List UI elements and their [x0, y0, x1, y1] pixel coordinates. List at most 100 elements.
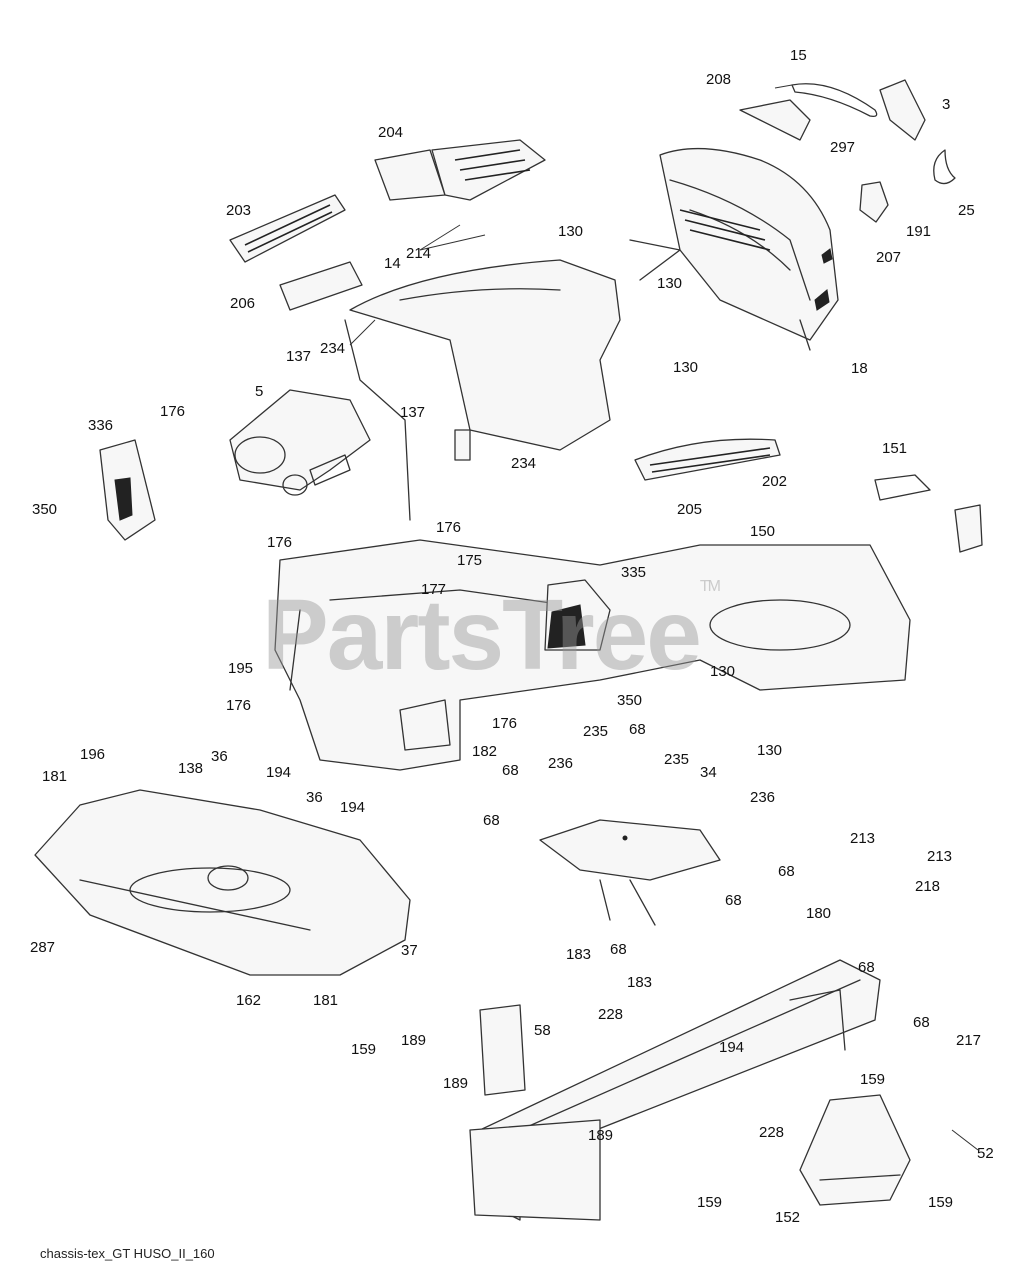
callout-number: 214	[406, 245, 432, 262]
callout-number: 217	[956, 1032, 982, 1049]
vent-panels	[229, 139, 546, 311]
callout-number: 150	[750, 523, 776, 540]
callout-number: 235	[664, 751, 690, 768]
callout-number: 228	[759, 1124, 785, 1141]
callout-number: 68	[858, 959, 875, 976]
callout-number: 36	[306, 789, 323, 806]
callout-number: 137	[400, 404, 426, 421]
callout-number: 58	[534, 1022, 551, 1039]
callout-number: 189	[588, 1127, 614, 1144]
chassis-body	[274, 539, 911, 771]
callout-number: 191	[906, 223, 932, 240]
callout-number: 207	[876, 249, 902, 266]
callout-number: 130	[757, 742, 783, 759]
side-pod	[99, 439, 156, 541]
callout-number: 15	[790, 47, 807, 64]
leader-lines	[349, 84, 979, 1151]
callout-number: 130	[558, 223, 584, 240]
callout-number: 176	[436, 519, 462, 536]
callout-number: 159	[928, 1194, 954, 1211]
callout-number: 194	[266, 764, 292, 781]
callout-number: 202	[762, 473, 788, 490]
callout-number: 234	[511, 455, 537, 472]
callout-number: 181	[313, 992, 339, 1009]
callout-number: 68	[610, 941, 627, 958]
callout-number: 18	[851, 360, 868, 377]
side-vent	[544, 579, 611, 651]
callout-number: 151	[882, 440, 908, 457]
callout-number: 176	[160, 403, 186, 420]
callout-number: 204	[378, 124, 404, 141]
callout-number: 52	[977, 1145, 994, 1162]
callout-number: 335	[621, 564, 647, 581]
watermark-tm: TM	[699, 578, 721, 595]
callout-number: 68	[502, 762, 519, 779]
hood-assembly	[629, 147, 839, 351]
trim-pieces	[739, 79, 956, 223]
frame	[469, 959, 881, 1221]
callout-number: 130	[673, 359, 699, 376]
callout-number: 159	[860, 1071, 886, 1088]
callout-number: 180	[806, 905, 832, 922]
callout-number: 208	[706, 71, 732, 88]
callout-number: 350	[32, 501, 58, 518]
callout-number: 182	[472, 743, 498, 760]
callout-number: 181	[42, 768, 68, 785]
steering-linkage	[539, 819, 721, 926]
callout-number: 68	[778, 863, 795, 880]
callout-number: 130	[710, 663, 736, 680]
callout-number: 235	[583, 723, 609, 740]
callout-number: 68	[483, 812, 500, 829]
callout-number: 350	[617, 692, 643, 709]
callout-number: 336	[88, 417, 114, 434]
callout-number: 189	[443, 1075, 469, 1092]
callout-number: 159	[697, 1194, 723, 1211]
callout-number: 159	[351, 1041, 377, 1058]
callout-number: 175	[457, 552, 483, 569]
callout-number: 152	[775, 1209, 801, 1226]
callout-number: 234	[320, 340, 346, 357]
callout-number: 236	[548, 755, 574, 772]
watermark-text: PartsTree	[262, 579, 702, 691]
rear-support	[799, 1094, 911, 1206]
callout-number: 68	[913, 1014, 930, 1031]
callout-number: 14	[384, 255, 401, 272]
callout-number: 176	[492, 715, 518, 732]
callout-number: 218	[915, 878, 941, 895]
callout-number: 195	[228, 660, 254, 677]
callout-number: 68	[629, 721, 646, 738]
callout-number: 162	[236, 992, 262, 1009]
callout-number: 297	[830, 139, 856, 156]
dash-panel	[344, 259, 621, 521]
callout-number: 196	[80, 746, 106, 763]
callout-number: 183	[566, 946, 592, 963]
callout-number: 176	[267, 534, 293, 551]
diagram-code: chassis-tex_GT HUSO_II_160	[40, 1246, 215, 1261]
callout-number: 287	[30, 939, 56, 956]
callout-number: 138	[178, 760, 204, 777]
rear-fender	[34, 789, 411, 976]
steering-console	[229, 389, 371, 496]
callout-number: 137	[286, 348, 312, 365]
callout-number: 183	[627, 974, 653, 991]
callout-number: 206	[230, 295, 256, 312]
bracket-right	[874, 474, 983, 553]
callout-number: 194	[719, 1039, 745, 1056]
callout-number: 177	[421, 581, 447, 598]
watermark: PartsTreeTM	[262, 578, 721, 693]
callout-number: 213	[850, 830, 876, 847]
callout-number: 68	[725, 892, 742, 909]
callout-number: 236	[750, 789, 776, 806]
callout-number: 194	[340, 799, 366, 816]
callout-number: 36	[211, 748, 228, 765]
callout-number: 130	[657, 275, 683, 292]
callout-number: 228	[598, 1006, 624, 1023]
callout-number: 37	[401, 942, 418, 959]
lower-grille	[634, 438, 781, 481]
callout-number: 5	[255, 383, 264, 400]
callout-number: 213	[927, 848, 953, 865]
callout-number: 25	[958, 202, 975, 219]
callout-number: 189	[401, 1032, 427, 1049]
